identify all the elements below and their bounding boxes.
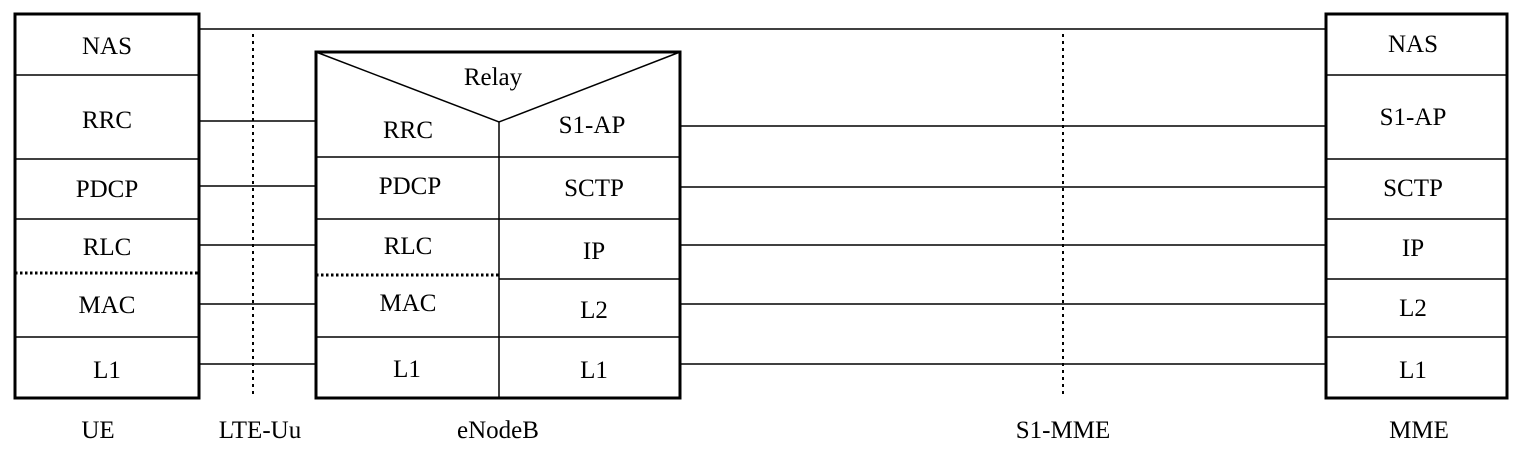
enodeb-layer-pdcp: PDCP [379,173,442,200]
ue-layer-nas: NAS [82,33,132,60]
mme-layer-ip: IP [1402,235,1424,262]
enodeb-relay-label: Relay [464,64,523,91]
peer-links [199,28,1326,365]
lte-uu-label: LTE-Uu [219,417,302,444]
enodeb-layer-l1-right: L1 [580,357,608,384]
enodeb-layer-ip: IP [583,238,605,265]
enodeb-layer-rlc: RLC [384,233,433,260]
mme-layer-nas: NAS [1388,31,1438,58]
enodeb-label: eNodeB [457,417,539,444]
enodeb-layer-sctp: SCTP [564,175,624,202]
enodeb-layer-l2: L2 [580,297,608,324]
enodeb-stack-border [314,50,682,400]
mme-layer-l1: L1 [1399,357,1427,384]
enodeb-layer-s1ap: S1-AP [559,112,626,139]
mme-stack: NAS S1-AP SCTP IP L2 L1 [1324,12,1509,400]
s1-mme-label: S1-MME [1016,417,1110,444]
enodeb-layer-rrc: RRC [383,117,433,144]
ue-layer-mac: MAC [79,292,136,319]
mme-layer-s1ap: S1-AP [1380,104,1447,131]
ue-layer-l1: L1 [93,357,121,384]
ue-stack-border [13,12,201,400]
enodeb-stack: Relay RRC PDCP RLC MAC L1 S1-AP SCTP IP … [314,50,682,400]
ue-layer-pdcp: PDCP [76,176,139,203]
mme-stack-border [1324,12,1509,400]
mme-label: MME [1389,417,1449,444]
mme-layer-sctp: SCTP [1383,175,1443,202]
ue-layer-rrc: RRC [82,107,132,134]
enodeb-layer-mac: MAC [380,290,437,317]
ue-label: UE [81,417,114,444]
ue-stack: NAS RRC PDCP RLC MAC L1 [13,12,201,400]
ue-layer-rlc: RLC [83,234,132,261]
enodeb-layer-l1-left: L1 [393,356,421,383]
mme-layer-l2: L2 [1399,295,1427,322]
